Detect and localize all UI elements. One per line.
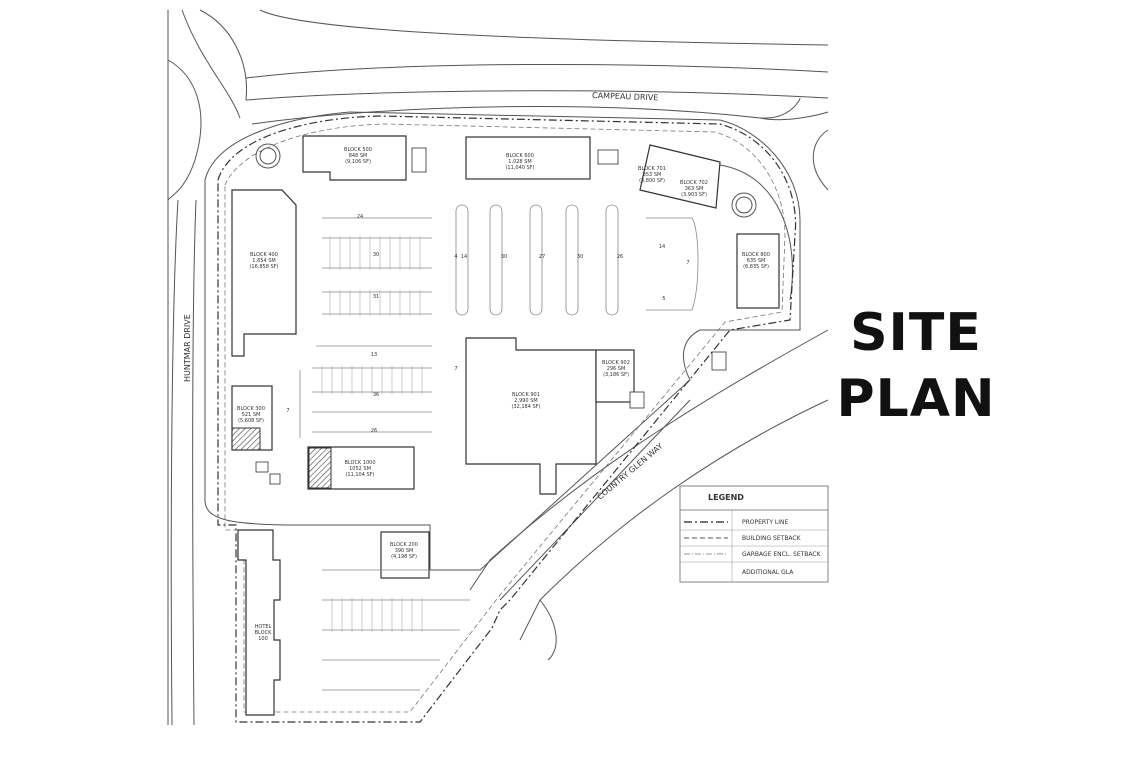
campeau-road-edge [259, 9, 829, 46]
title-line-2: PLAN [836, 369, 996, 429]
stall-count: 27 [539, 254, 545, 260]
block-800-building [736, 233, 780, 309]
legend-item-label: ADDITIONAL GLA [742, 569, 794, 576]
roundabout [199, 9, 248, 101]
country-glen-edge [499, 399, 691, 601]
stall-count: 14 [659, 244, 665, 250]
garbage-enclosure [597, 149, 619, 165]
huntmar-drive-label: HUNTMAR DRIVE [183, 314, 192, 382]
hotel-block-building [237, 529, 281, 716]
parking-island [322, 569, 470, 691]
country-glen-edge [539, 599, 557, 661]
roundabout [812, 129, 829, 191]
stall-count: 24 [357, 214, 363, 220]
garbage-enclosure [711, 351, 727, 371]
garbage-enclosure [629, 391, 645, 409]
additional-gla-1000 [308, 447, 332, 489]
stall-count: 26 [371, 428, 377, 434]
block-600-building [465, 136, 591, 180]
parking-stalls [329, 290, 421, 316]
block-500-building [302, 135, 407, 181]
stall-count: 36 [373, 392, 379, 398]
building-setback [224, 123, 786, 713]
site-road-edge [719, 164, 793, 301]
property-line [217, 115, 797, 723]
stall-count: 31 [373, 294, 379, 300]
landscape-circle [731, 192, 757, 218]
block-901-building [465, 337, 597, 495]
parking-stalls [329, 236, 421, 270]
parking-island [489, 204, 503, 316]
additional-gla-300 [231, 427, 261, 451]
parking-island [322, 217, 432, 315]
site-plan-title: SITE PLAN [836, 300, 996, 432]
landscape-circle [735, 196, 753, 214]
stall-count: 4 [454, 254, 457, 260]
campeau-drive-label: CAMPEAU DRIVE [592, 91, 659, 102]
huntmar-road-edge [192, 199, 197, 726]
stall-count: 7 [454, 366, 457, 372]
landscape-circle [255, 143, 281, 169]
legend-item-label: BUILDING SETBACK [742, 535, 802, 542]
stall-count: 30 [577, 254, 583, 260]
campeau-road-edge [245, 63, 829, 79]
parking-island [529, 204, 543, 316]
landscape-circle [259, 147, 277, 165]
legend: LEGEND PROPERTY LINE BUILDING SETBACK GA… [679, 485, 829, 583]
garbage-enclosure [411, 147, 427, 173]
stall-count: 30 [373, 252, 379, 258]
huntmar-road-edge [170, 199, 179, 726]
block-400-building [231, 189, 297, 357]
legend-heading: LEGEND [708, 493, 744, 502]
garbage-enclosure [269, 473, 281, 485]
parking-island [455, 204, 469, 316]
stall-count: 13 [371, 352, 377, 358]
huntmar-road-edge [181, 9, 241, 119]
country-glen-edge [519, 399, 829, 641]
block-701-702-building [639, 144, 721, 209]
stall-count: 5 [662, 296, 665, 302]
stall-count: 30 [501, 254, 507, 260]
campeau-road-edge [245, 90, 829, 101]
block-902-building [595, 349, 635, 403]
title-line-1: SITE [850, 303, 982, 363]
roundabout [167, 59, 202, 201]
parking-island [565, 204, 579, 316]
stall-count: 26 [617, 254, 623, 260]
stall-count: 7 [286, 408, 289, 414]
site-curb [204, 111, 801, 571]
stall-count: 7 [686, 260, 689, 266]
roundabout [759, 97, 801, 119]
parking-island [646, 217, 699, 311]
parking-island [605, 204, 619, 316]
legend-item-label: PROPERTY LINE [742, 519, 788, 526]
campeau-road-edge [251, 106, 829, 125]
stall-count: 14 [461, 254, 467, 260]
parking-stalls [321, 366, 423, 394]
garbage-enclosure [255, 461, 269, 473]
parking-stalls [331, 598, 423, 632]
legend-item-label: GARBAGE ENCL. SETBACK [742, 551, 822, 558]
